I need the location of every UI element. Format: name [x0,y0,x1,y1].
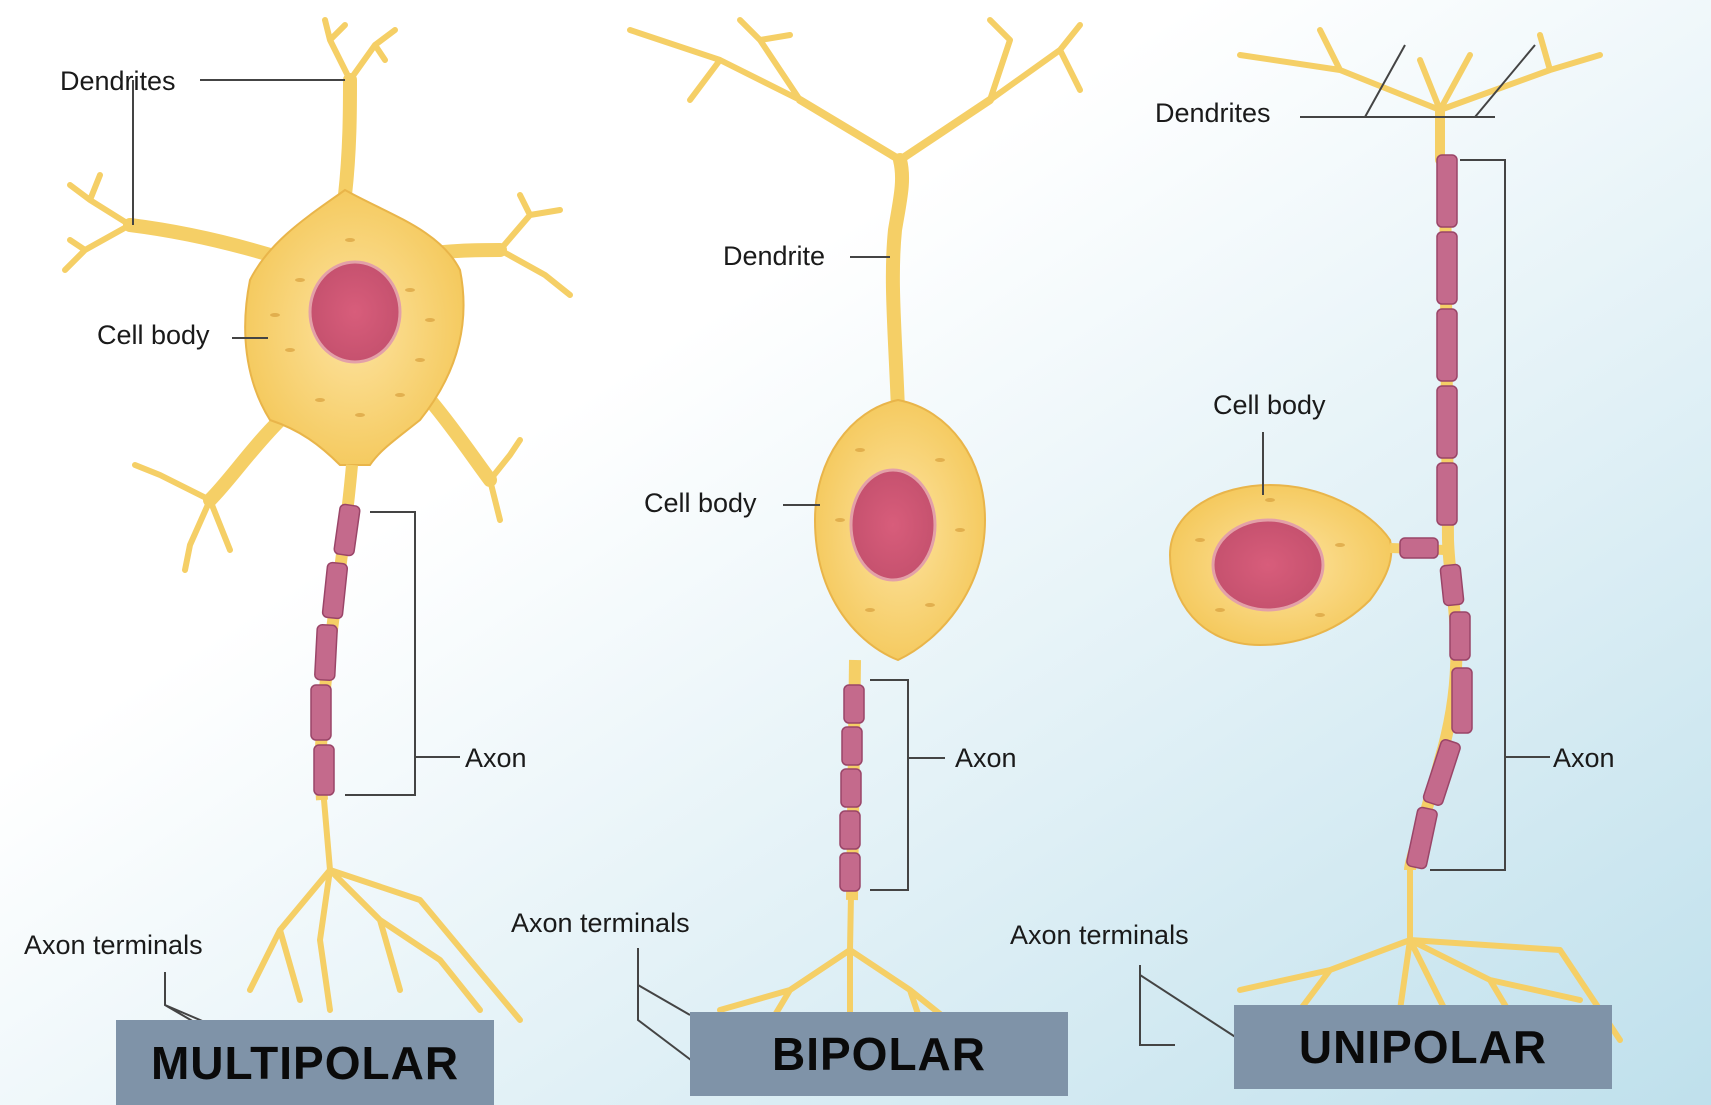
multipolar-axon-terminals-label: Axon terminals [24,932,203,959]
bipolar-axon-label: Axon [955,745,1017,772]
multipolar-dendrites-label: Dendrites [60,68,176,95]
bipolar-axon-terminals-label: Axon terminals [511,910,690,937]
unipolar-title-banner: UNIPOLAR [1234,1005,1612,1089]
multipolar-cell-body-label: Cell body [97,322,210,349]
unipolar-axon-terminals-label: Axon terminals [1010,922,1189,949]
unipolar-cell-body-label: Cell body [1213,392,1326,419]
bipolar-dendrite-label: Dendrite [723,243,825,270]
bipolar-nucleus [851,470,935,580]
unipolar-nucleus [1213,520,1323,610]
bipolar-cell-body-label: Cell body [644,490,757,517]
unipolar-axon-label: Axon [1553,745,1615,772]
multipolar-title-banner: MULTIPOLAR [116,1020,494,1105]
bipolar-axon [840,660,864,900]
unipolar-dendrites-label: Dendrites [1155,100,1271,127]
bipolar-title-banner: BIPOLAR [690,1012,1068,1096]
multipolar-nucleus [310,262,400,362]
multipolar-axon-label: Axon [465,745,527,772]
